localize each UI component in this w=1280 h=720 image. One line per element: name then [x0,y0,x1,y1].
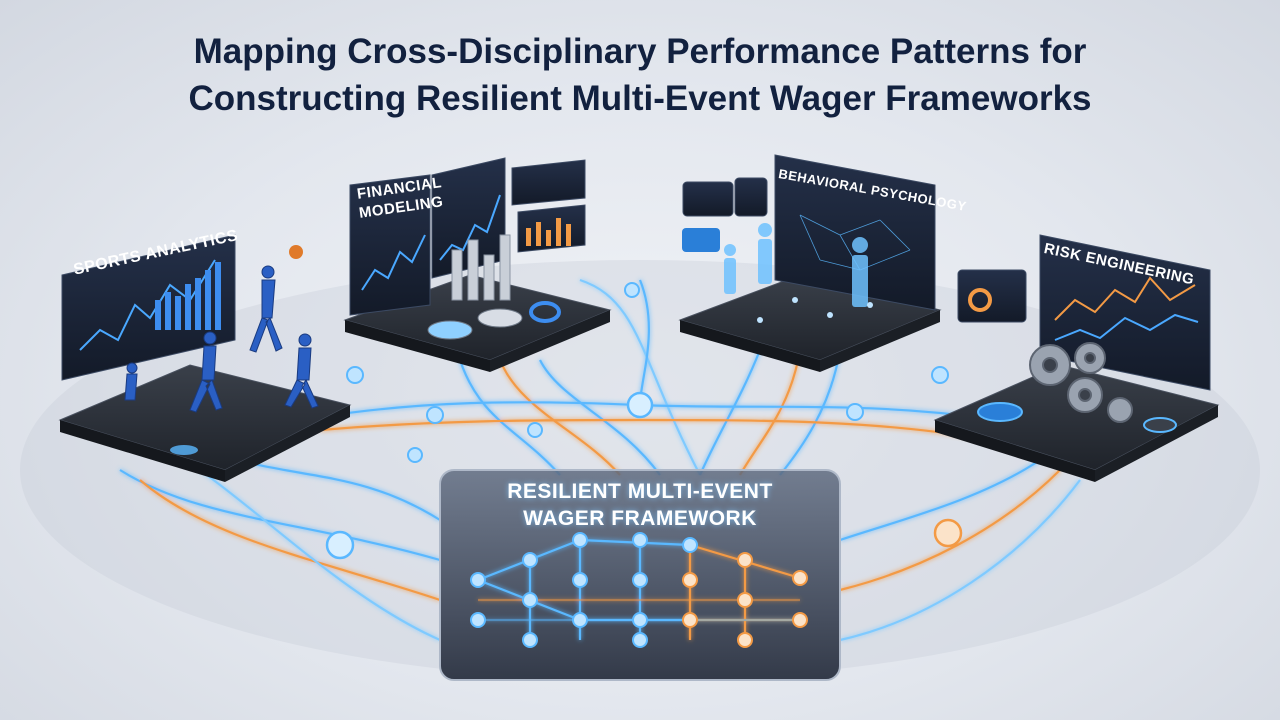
flow-node [933,518,963,548]
financial-modeling-module [343,157,612,372]
flow-line [839,469,1061,592]
gear-icon [1029,342,1133,423]
behavioral-screen [774,154,936,311]
flow-node [624,282,640,298]
flow-line [698,349,762,476]
basketball-icon [289,245,303,259]
behavioral-figures [724,223,868,307]
flow-node [426,406,444,424]
financial-mini-screen [511,159,586,206]
behavioral-card [682,181,734,217]
behavioral-psychology-module [678,154,942,372]
sports-analytics-module [58,234,352,482]
financial-chart-line [439,194,501,261]
flow-node [527,422,543,438]
financial-disc [477,308,523,328]
financial-screen-left [349,174,431,316]
risk-card [957,269,1027,323]
hub-title: RESILIENT MULTI-EVENT WAGER FRAMEWORK [440,478,840,532]
flow-line [839,459,1041,542]
sports-chart-bars [155,262,221,330]
risk-gauge-icon [968,288,992,312]
financial-disc [427,320,473,340]
sports-screen [61,234,236,381]
flow-line [199,469,441,642]
flow-line [839,479,1081,642]
flow-line [579,278,701,476]
hub-nodes [470,532,808,648]
risk-chart-line [1054,313,1199,341]
flow-node [626,391,654,419]
flow-node [325,530,355,560]
financial-3d-bars [451,234,511,301]
flow-node [846,403,864,421]
flow-line [458,359,561,476]
title-line-1: Mapping Cross-Disciplinary Performance P… [193,32,1087,71]
flow-node [931,366,949,384]
flow-line [119,469,441,562]
financial-bars [526,218,571,246]
financial-chart-line [361,234,426,291]
financial-ring [529,301,561,323]
sports-platform-side [225,405,350,482]
flow-nodes [325,282,963,560]
behavioral-card [734,177,768,217]
risk-engineering-module [933,234,1220,482]
sports-dial-icon [170,445,198,455]
flow-node [407,447,423,463]
flow-line [139,479,441,602]
behavioral-network [799,214,911,271]
risk-dial-icon [977,402,1023,422]
wager-framework-hub [439,469,841,681]
athlete-figures [124,265,319,413]
risk-chart-line [1054,276,1196,321]
flow-line [539,359,661,476]
hub-title-line-1: RESILIENT MULTI-EVENT [507,480,773,503]
page-title: Mapping Cross-Disciplinary Performance P… [0,28,1280,122]
title-line-2: Constructing Resilient Multi-Event Wager… [188,79,1092,118]
flow-node [346,366,364,384]
flow-line [779,349,842,476]
sports-platform-side [60,420,225,482]
risk-dial-icon [1143,417,1177,433]
hub-title-line-2: WAGER FRAMEWORK [523,507,757,530]
flow-line [319,418,991,442]
chat-bubble-icon [682,228,720,252]
